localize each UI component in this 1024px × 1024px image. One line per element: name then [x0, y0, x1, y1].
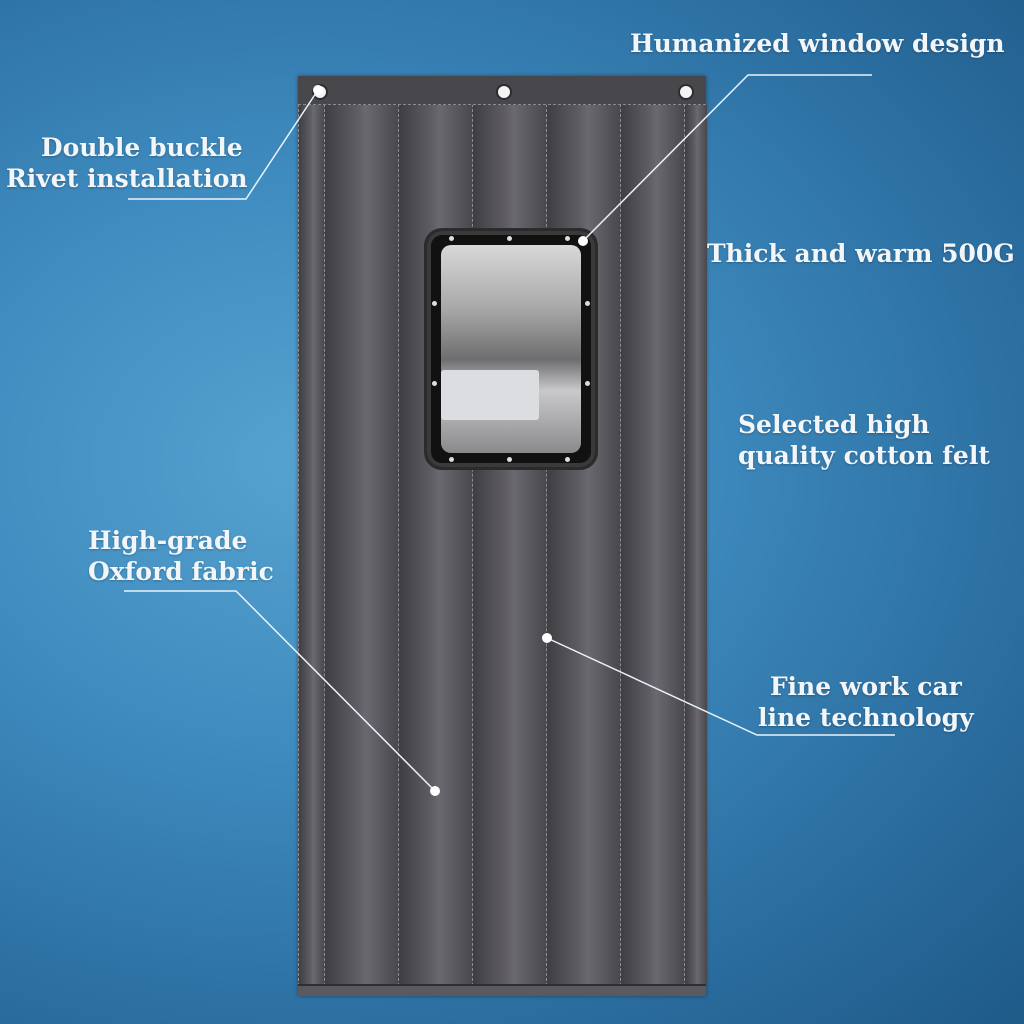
curtain-hem: [298, 984, 706, 996]
label-line: Rivet installation: [6, 164, 248, 193]
feature-label-cotton: Selected high quality cotton felt: [738, 409, 990, 471]
callout-dot: [542, 633, 552, 643]
bedroom-reflection: [441, 370, 539, 420]
feature-label-rivet: Double buckle Rivet installation: [6, 132, 248, 194]
grommet-icon: [496, 84, 512, 100]
label-line: Oxford fabric: [88, 557, 274, 586]
curtain-panel: [684, 104, 707, 986]
door-curtain: [298, 76, 707, 996]
feature-label-thick: Thick and warm 500G: [707, 238, 1015, 269]
curtain-window: [424, 228, 598, 470]
label-line: Selected high: [738, 410, 930, 439]
label-line: quality cotton felt: [738, 441, 990, 470]
label-line: Humanized window design: [630, 29, 1005, 58]
callout-dot: [578, 236, 588, 246]
label-line: line technology: [758, 703, 974, 732]
label-line: Fine work car: [769, 672, 962, 701]
grommet-icon: [678, 84, 694, 100]
feature-label-stitch: Fine work car line technology: [758, 671, 974, 733]
callout-dot: [313, 85, 323, 95]
callout-dot: [430, 786, 440, 796]
curtain-panel: [620, 104, 685, 986]
label-line: High-grade: [88, 526, 248, 555]
curtain-panel: [298, 104, 325, 986]
curtain-panel: [324, 104, 399, 986]
window-glass: [441, 245, 581, 453]
feature-label-window: Humanized window design: [630, 28, 1005, 59]
feature-label-oxford: High-grade Oxford fabric: [88, 525, 274, 587]
label-line: Thick and warm 500G: [707, 239, 1015, 268]
label-line: Double buckle: [40, 133, 243, 162]
